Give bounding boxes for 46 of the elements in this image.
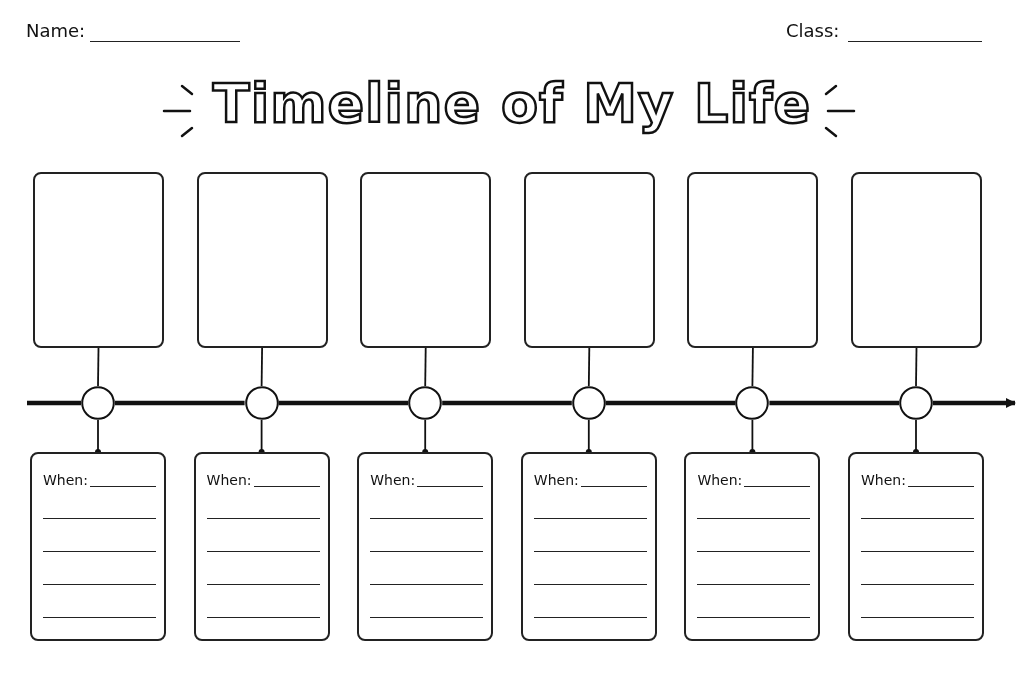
timeline-circle xyxy=(244,386,279,420)
field-label: When: xyxy=(697,472,743,488)
connector-line xyxy=(915,347,918,387)
note-card xyxy=(193,452,330,641)
connector-line xyxy=(97,347,100,387)
drawing-box xyxy=(196,172,328,348)
drawing-box xyxy=(851,172,982,348)
connector-line xyxy=(95,419,101,455)
timeline-circle xyxy=(81,386,115,420)
connector-line xyxy=(260,347,263,387)
connector-line xyxy=(424,347,427,387)
connector-line xyxy=(585,419,592,455)
note-card xyxy=(848,452,984,641)
connector-line xyxy=(587,347,591,387)
drawing-box xyxy=(523,172,655,348)
field-label: Name: xyxy=(26,20,86,41)
arrow xyxy=(933,398,1016,408)
title-text: Timeline of My Life xyxy=(212,72,812,135)
field-label: Class: xyxy=(786,20,840,41)
timeline-circle xyxy=(571,386,606,420)
timeline-line xyxy=(442,400,572,406)
note-card xyxy=(684,452,821,641)
timeline-line xyxy=(278,400,409,406)
drawing-box xyxy=(33,172,164,348)
connector-line xyxy=(258,419,265,455)
connector-line xyxy=(422,419,429,455)
field-label: When: xyxy=(370,472,416,488)
timeline-line xyxy=(115,400,245,406)
field-label: When: xyxy=(533,472,579,488)
timeline-circle xyxy=(899,386,933,420)
connector-line xyxy=(751,347,754,387)
note-card xyxy=(30,452,166,641)
timeline-line xyxy=(769,400,899,406)
timeline-circle xyxy=(735,386,770,420)
drawing-box xyxy=(687,172,819,348)
note-card xyxy=(357,452,494,641)
drawing-box xyxy=(360,172,492,348)
field-label: When: xyxy=(861,472,906,488)
timeline-line xyxy=(605,400,736,406)
connector-line xyxy=(913,419,919,455)
field-label: When: xyxy=(43,472,88,488)
connector-line xyxy=(749,419,756,455)
field-label: When: xyxy=(206,472,252,488)
note-card xyxy=(520,452,657,641)
timeline-circle xyxy=(408,386,443,420)
timeline-line xyxy=(27,400,81,406)
